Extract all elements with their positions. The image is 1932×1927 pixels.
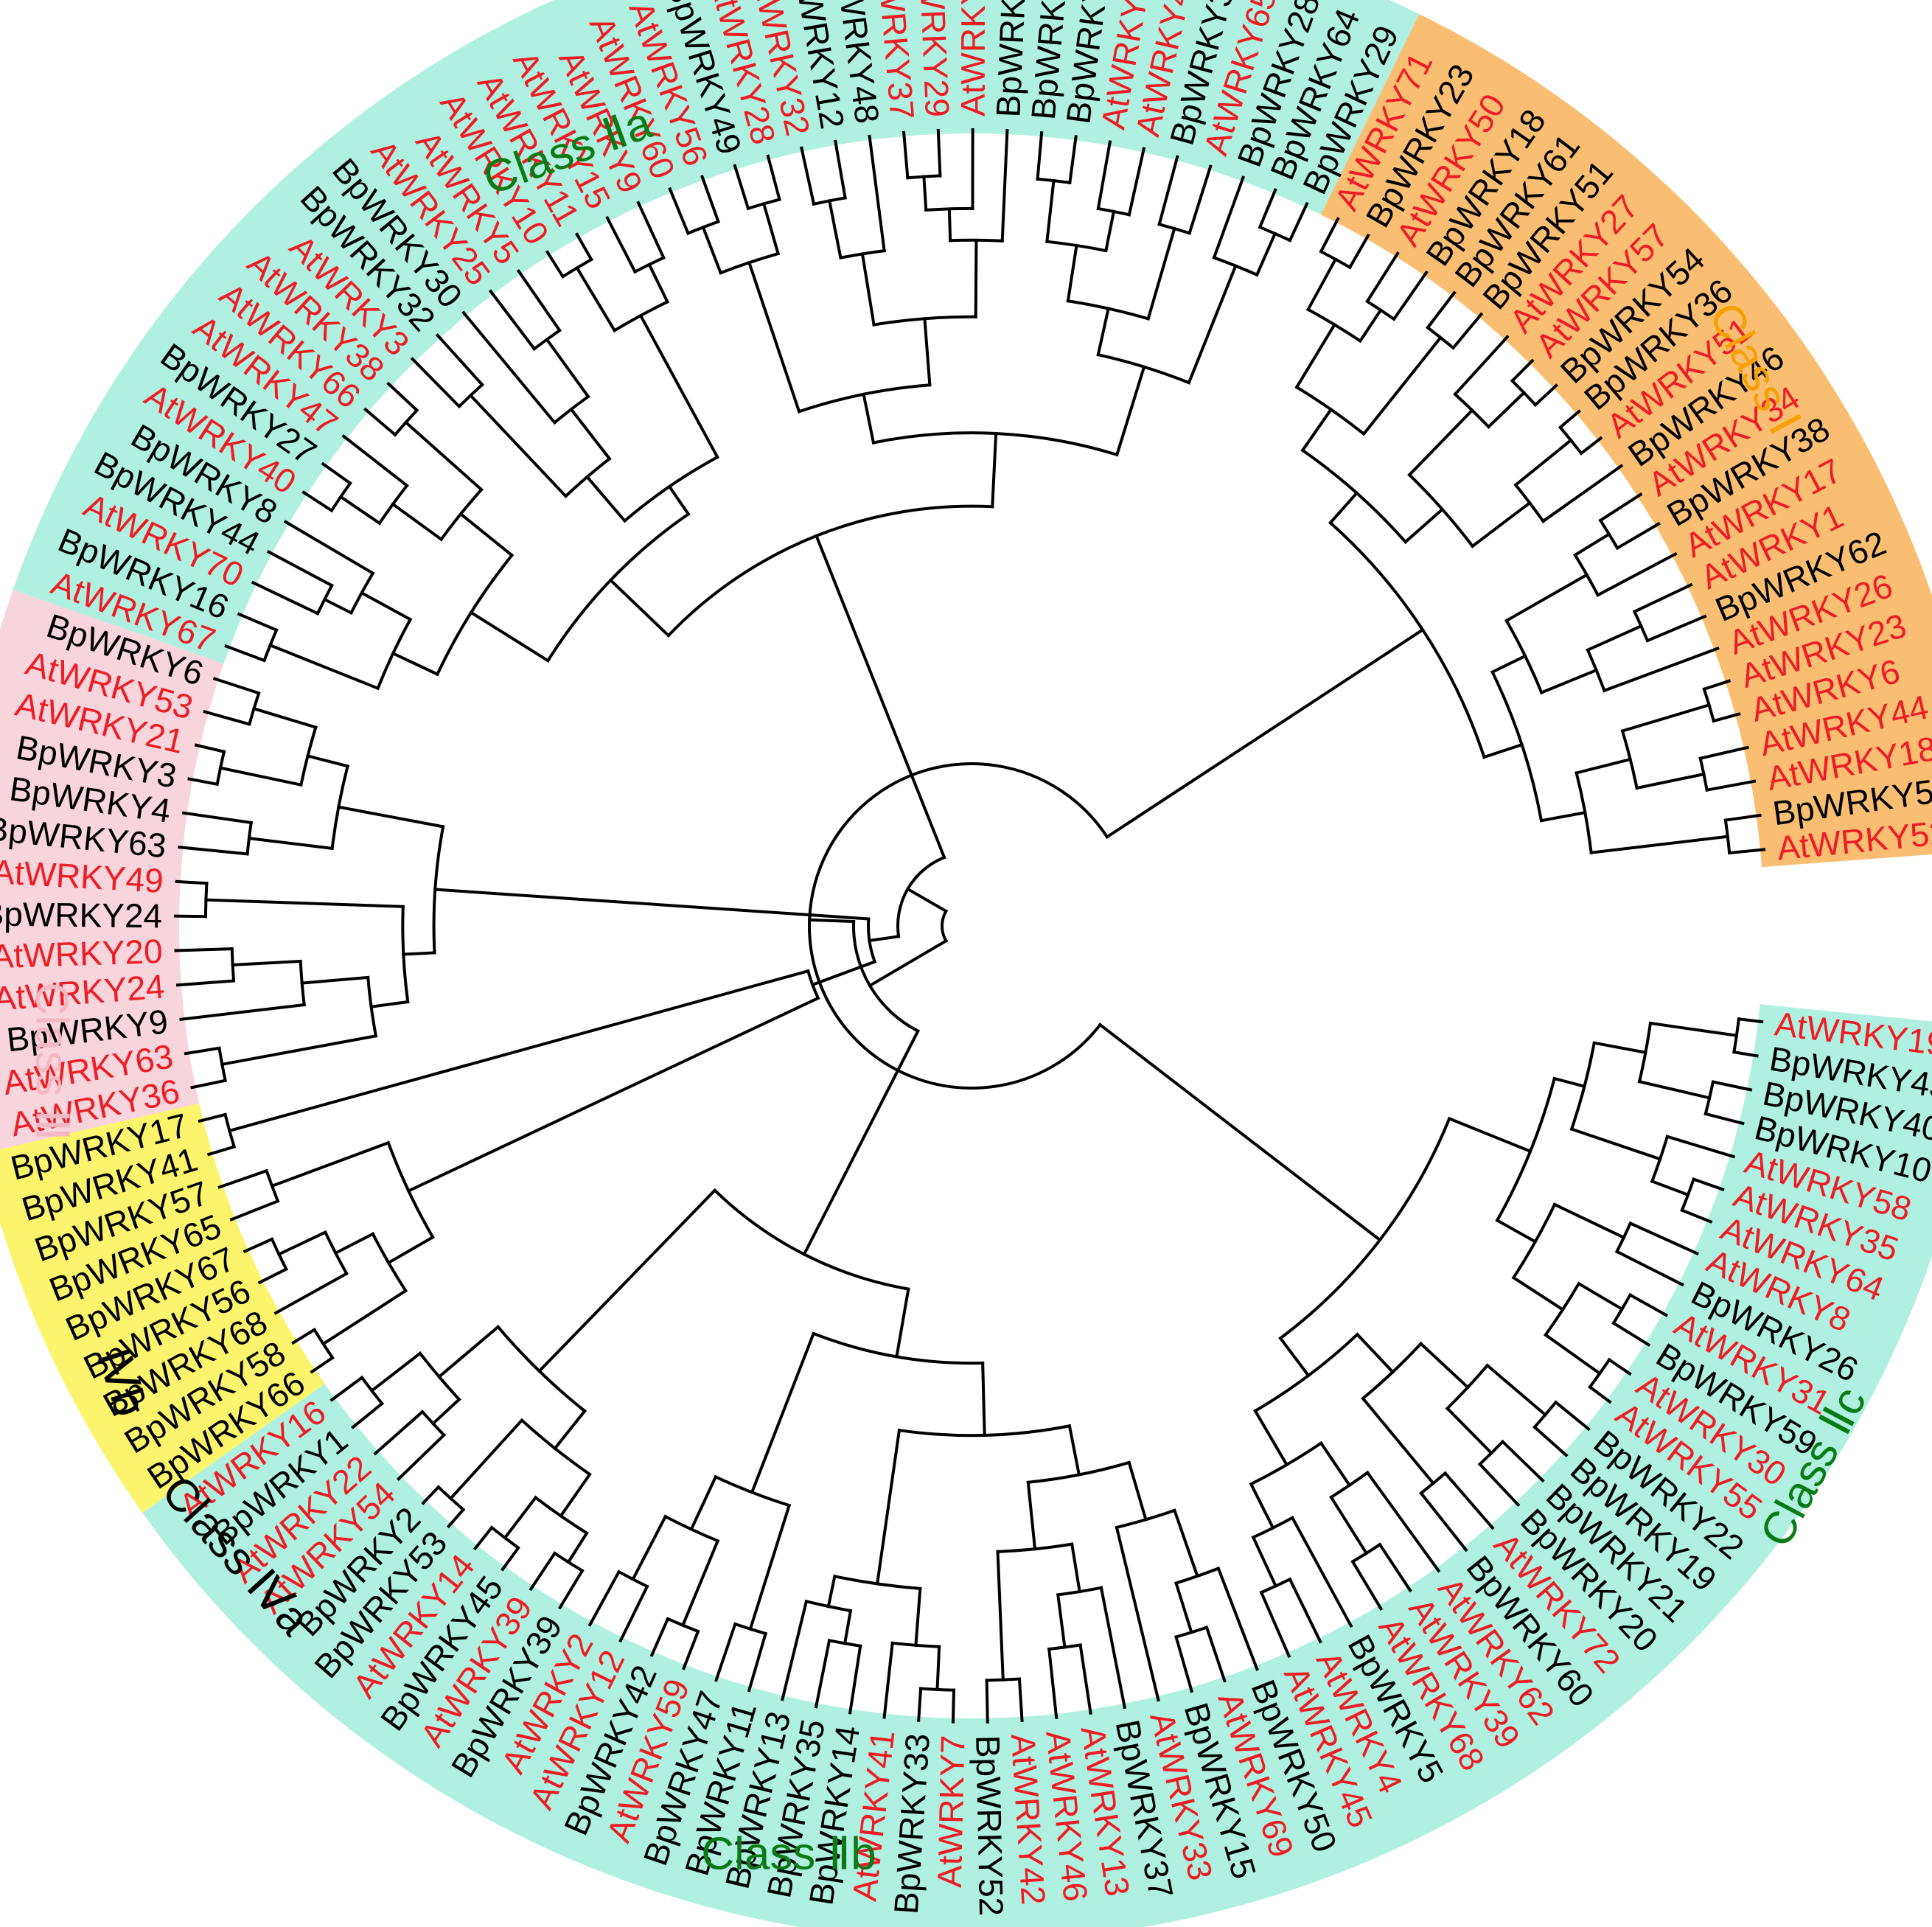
leaf-label: AtWRKY49 (0, 852, 164, 900)
class-IIb-label: Class Ⅱb (701, 1829, 876, 1880)
class-I-band (1320, 14, 1932, 868)
leaf-label: AtWRKY29 (911, 0, 957, 118)
leaf-label: AtWRKY7 (930, 1735, 972, 1888)
class-IIc-band (1272, 1004, 1932, 1867)
leaf-label: AtWRKY61 (954, 0, 992, 116)
tree-branches (174, 128, 1766, 1724)
class-IVa-band (4, 1169, 325, 1513)
class-IIb-band (142, 1384, 1356, 1927)
leaf-label: BpWRKY24 (0, 894, 162, 935)
leaf-label: BpWRKY25 (988, 0, 1035, 118)
class-IIa-band (13, 0, 1420, 664)
class-III-label: Class Ⅲ (27, 982, 77, 1140)
leaf-label: AtWRKY20 (0, 932, 163, 975)
leaf-label: BpWRKY52 (969, 1735, 1011, 1916)
class-III-band (0, 589, 224, 1150)
class-IVb-band (0, 1103, 218, 1238)
